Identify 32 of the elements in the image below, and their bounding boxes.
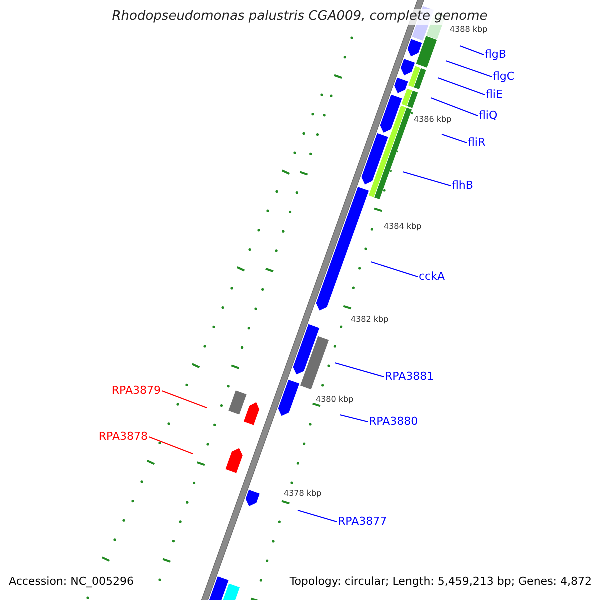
gene-label: fliR (468, 135, 486, 151)
leader-line (298, 510, 338, 522)
position-label: 4382 kbp (351, 315, 389, 325)
gene-label: RPA3878 (98, 429, 148, 445)
gene-label: fliQ (479, 108, 498, 124)
gene-label: flhB (452, 178, 474, 194)
gene-label: RPA3881 (385, 369, 434, 385)
gene-label: cckA (419, 269, 445, 285)
leader-line (430, 98, 478, 116)
leader-line (438, 78, 486, 96)
leader-line (446, 60, 492, 78)
leader-line (402, 172, 452, 186)
gene-label: fliE (486, 87, 503, 103)
leader-line (148, 436, 194, 454)
accession-label: Accession: NC_005296 (9, 574, 134, 590)
position-label: 4380 kbp (316, 395, 354, 405)
position-label: 4378 kbp (284, 489, 322, 499)
gene-label: flgC (493, 69, 515, 85)
genome-info-label: Topology: circular; Length: 5,459,213 bp; Genes: 4,872 (290, 574, 592, 590)
position-label: 4388 kbp (450, 25, 488, 35)
gene-label: flgB (485, 47, 506, 63)
leader-line (162, 390, 208, 408)
position-label: 4386 kbp (414, 115, 452, 125)
leader-line (340, 414, 368, 422)
leader-line (442, 134, 468, 144)
leader-line (460, 46, 484, 56)
leader-line (370, 262, 418, 278)
leader-line (334, 362, 384, 378)
gene-label: RPA3877 (338, 514, 388, 530)
position-label: 4384 kbp (384, 222, 422, 232)
gene-label: RPA3879 (112, 383, 161, 399)
gene-label: RPA3880 (369, 414, 418, 430)
